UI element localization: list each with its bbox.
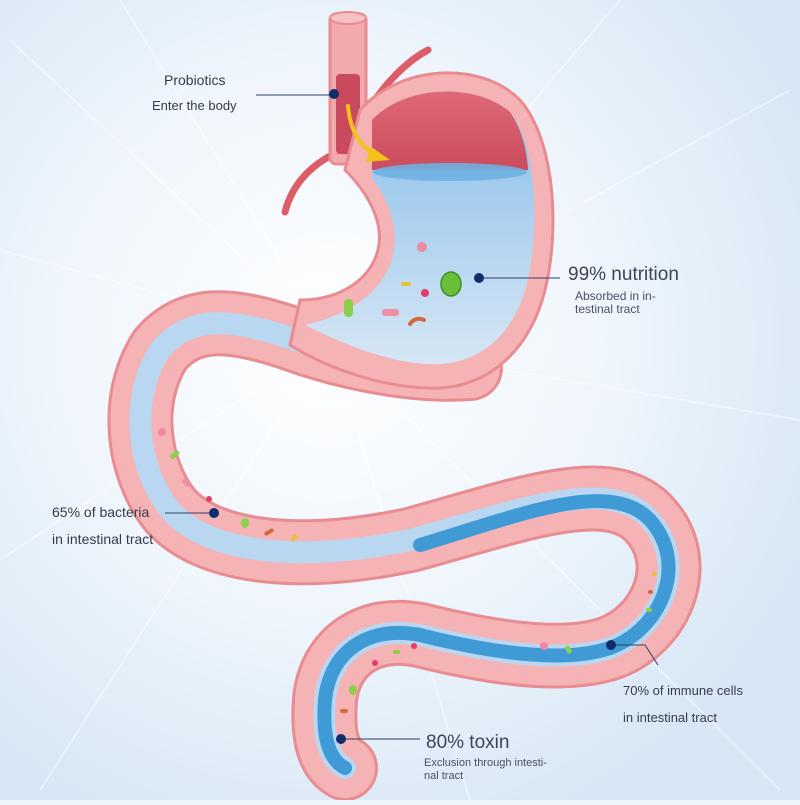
probiotics-subtitle: Enter the body (152, 98, 237, 113)
nutrition-dot (474, 273, 484, 283)
bacteria-dot (209, 508, 219, 518)
immune-dot (606, 640, 616, 650)
microbes-intestine (158, 428, 657, 713)
nutrition-subtitle-line1: Absorbed in in- (575, 289, 656, 303)
toxin-title: 80% toxin (426, 732, 510, 753)
probiotics-dot (329, 89, 339, 99)
leader-lines (165, 94, 659, 740)
bacteria-subtitle: in intestinal tract (52, 531, 154, 547)
intestine (107, 290, 702, 801)
microbes-stomach (344, 242, 462, 326)
nutrition-title: 99% nutrition (568, 264, 679, 285)
nutrition-subtitle-line2: testinal tract (575, 302, 640, 316)
probiotics-title: Probiotics (164, 72, 226, 88)
callout-dots (209, 89, 616, 744)
toxin-subtitle-line1: Exclusion through intesti- (424, 757, 547, 769)
immune-title: 70% of immune cells (623, 683, 743, 698)
immune-subtitle: in intestinal tract (623, 710, 717, 725)
toxin-dot (336, 734, 346, 744)
toxin-subtitle-line2: nal tract (424, 770, 464, 782)
stomach (288, 71, 555, 390)
bacteria-title: 65% of bacteria (52, 504, 150, 520)
probiotics-arrow-head (366, 146, 390, 162)
